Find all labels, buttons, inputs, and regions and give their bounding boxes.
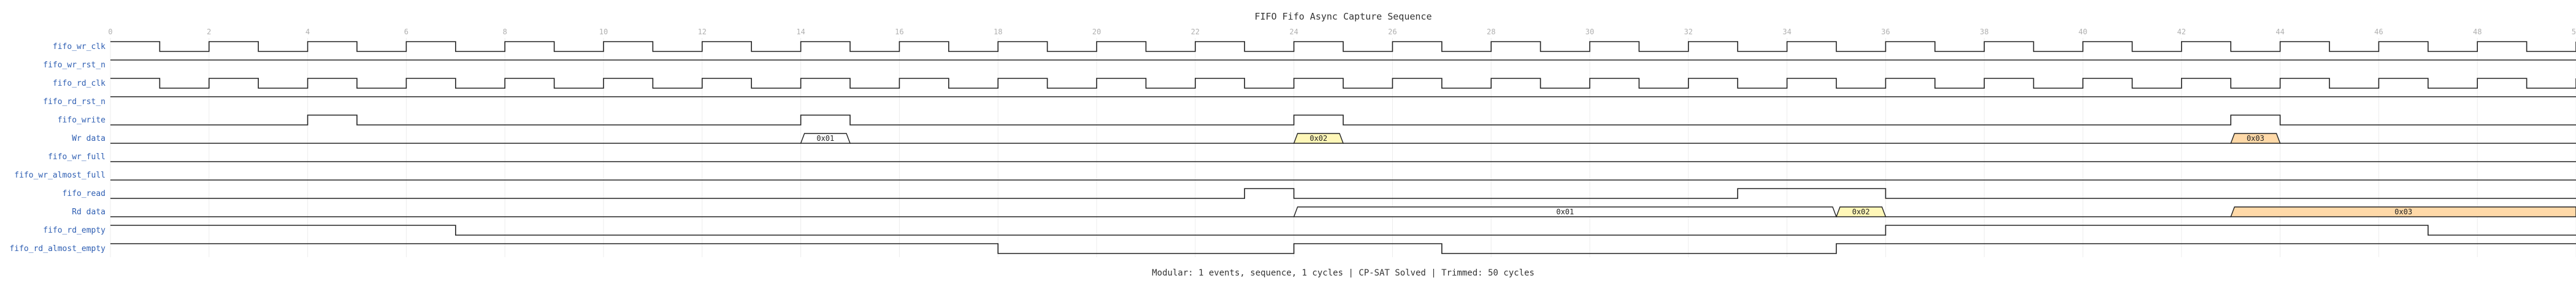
bus-value-box <box>800 133 851 144</box>
pulse-wave <box>110 188 2576 199</box>
tick-label: 20 <box>1092 28 1101 36</box>
tick-label: 14 <box>796 28 805 36</box>
trace-fifo-rd-empty <box>110 225 2576 236</box>
bus-value-box <box>1293 133 1344 144</box>
tick-label: 42 <box>2177 28 2186 36</box>
signal-label-fifo-wr-clk: fifo_wr_clk <box>53 42 105 51</box>
tick-label: 10 <box>599 28 608 36</box>
tick-label: 18 <box>994 28 1002 36</box>
trace-fifo-rd-clk <box>110 78 2576 89</box>
tick-label: 2 <box>207 28 211 36</box>
tick-label: 50 <box>2572 28 2576 36</box>
tick-label: 24 <box>1289 28 1298 36</box>
bus-value-label: 0x03 <box>2247 134 2264 143</box>
bus-value-box <box>2230 133 2281 144</box>
tick-label: 0 <box>108 28 112 36</box>
tick-label: 40 <box>2079 28 2087 36</box>
tick-label: 44 <box>2275 28 2284 36</box>
bus-value-label: 0x01 <box>816 134 834 143</box>
tick-label: 4 <box>305 28 310 36</box>
tick-label: 30 <box>1585 28 1594 36</box>
signal-label-fifo-wr-full: fifo_wr_full <box>48 152 105 162</box>
signal-label-fifo-read: fifo_read <box>63 189 105 198</box>
tick-label: 34 <box>1782 28 1791 36</box>
pulse-wave <box>110 114 2576 126</box>
tick-label: 46 <box>2374 28 2383 36</box>
trace-wr-data: 0x01 0x02 0x03 <box>110 133 2576 144</box>
trace-fifo-read <box>110 188 2576 199</box>
tick-label: 36 <box>1881 28 1890 36</box>
tick-label: 22 <box>1191 28 1200 36</box>
signal-traces: 0x01 0x02 0x03 0x01 0x02 0x03 <box>110 41 2576 254</box>
tick-label: 16 <box>895 28 903 36</box>
bus-value-box <box>1293 206 1838 217</box>
tick-label: 8 <box>503 28 507 36</box>
signal-label-fifo-wr-rst-n: fifo_wr_rst_n <box>43 61 105 70</box>
trace-rd-data: 0x01 0x02 0x03 <box>110 206 2576 217</box>
pulse-wave <box>110 243 2576 254</box>
trace-fifo-write <box>110 114 2576 126</box>
tick-label: 26 <box>1388 28 1397 36</box>
tick-label: 38 <box>1980 28 1988 36</box>
bus-value-label: 0x01 <box>1556 208 1574 216</box>
clock-wave <box>110 41 2576 52</box>
signal-labels: fifo_wr_clk fifo_wr_rst_n fifo_rd_clk fifo_… <box>9 42 105 253</box>
tick-label: 48 <box>2473 28 2482 36</box>
timeline-grid <box>110 38 2576 257</box>
bus-value-label: 0x02 <box>1852 208 1870 216</box>
signal-label-fifo-write: fifo_write <box>58 116 105 125</box>
tick-label: 6 <box>404 28 408 36</box>
clock-wave <box>110 78 2576 89</box>
trace-fifo-rd-almost-empty <box>110 243 2576 254</box>
tick-label: 12 <box>698 28 707 36</box>
signal-label-fifo-rd-rst-n: fifo_rd_rst_n <box>43 97 105 107</box>
bus-value-label: 0x03 <box>2394 208 2412 216</box>
signal-label-fifo-rd-empty: fifo_rd_empty <box>43 226 105 235</box>
diagram-title: FIFO Fifo Async Capture Sequence <box>1255 11 1432 22</box>
tick-label: 28 <box>1487 28 1495 36</box>
bus-value-label: 0x02 <box>1309 134 1327 143</box>
tick-label: 32 <box>1684 28 1693 36</box>
bus-value-box <box>2230 206 2576 217</box>
diagram-footer: Modular: 1 events, sequence, 1 cycles | … <box>1152 268 1535 278</box>
signal-label-fifo-wr-almost-full: fifo_wr_almost_full <box>14 171 105 180</box>
signal-label-wr-data: Wr data <box>72 134 105 143</box>
signal-label-rd-data: Rd data <box>72 208 105 217</box>
signal-label-fifo-rd-clk: fifo_rd_clk <box>53 79 105 88</box>
bus-value-box <box>1835 206 1887 217</box>
signal-label-fifo-rd-almost-empty: fifo_rd_almost_empty <box>9 244 105 253</box>
pulse-wave <box>110 225 2576 236</box>
trace-fifo-wr-clk <box>110 41 2576 52</box>
